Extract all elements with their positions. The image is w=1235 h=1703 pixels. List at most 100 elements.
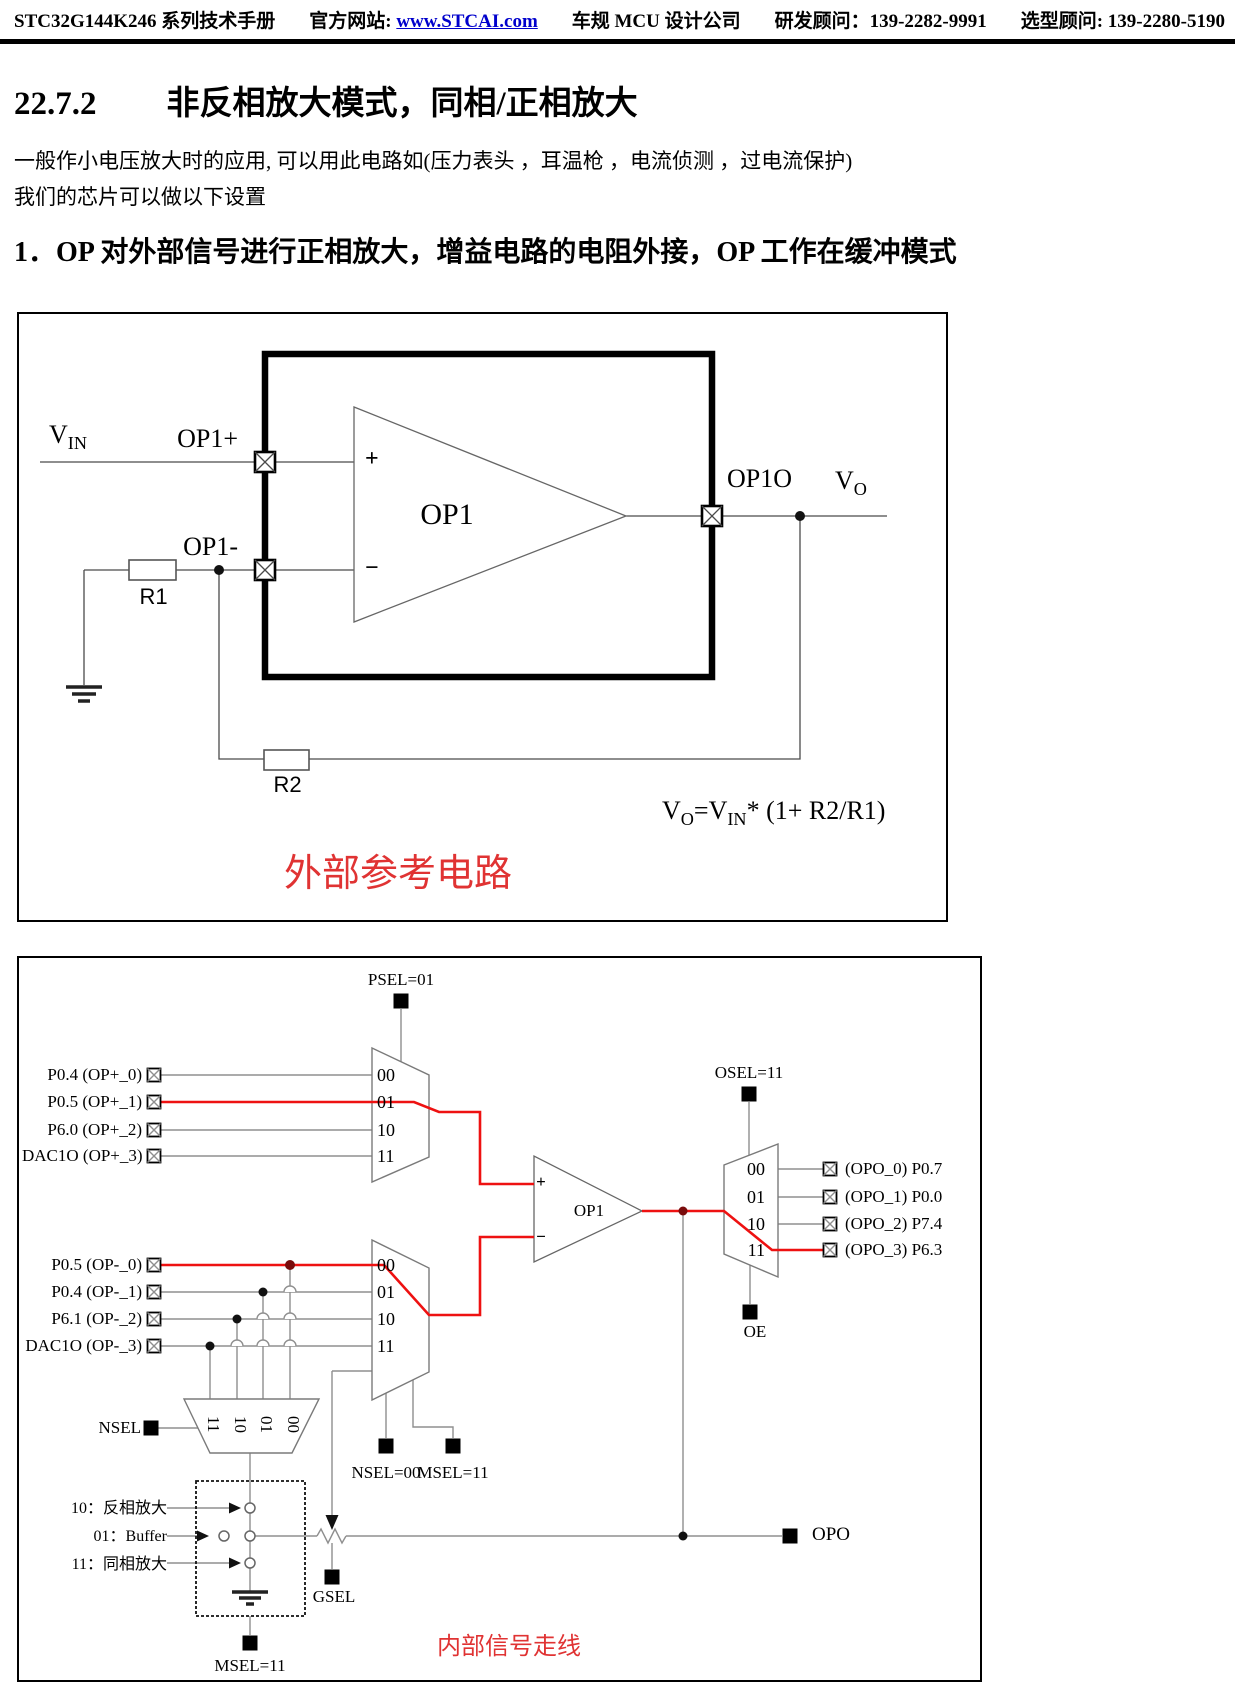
switch-contact	[244, 1557, 256, 1569]
page-header: STC32G144K246 系列技术手册 官方网站: www.STCAI.com…	[0, 0, 1235, 44]
switch-contact	[218, 1530, 230, 1542]
opamp-plus-input-label: +	[536, 1172, 546, 1191]
oe-label: OE	[743, 1322, 767, 1341]
figure-external-circuit: VIN OP1+ OP1- + − OP1 R1 R2 OP1O VO VO=V…	[17, 312, 948, 922]
site-link[interactable]: www.STCAI.com	[396, 11, 538, 32]
resistor-gsel-zigzag	[316, 1527, 347, 1545]
out-mux-code: 00	[747, 1159, 765, 1179]
nsel00-square	[378, 1438, 394, 1454]
op1-plus-pin-label: OP1+	[177, 424, 238, 453]
resistor-r1	[128, 559, 177, 581]
consult-rd: 研发顾问：139-2282-9991	[774, 11, 987, 32]
consult-select: 选型顾问: 139-2280-5190	[1020, 11, 1225, 32]
pad-icon-op1o	[700, 504, 724, 528]
wire-hop	[283, 1285, 297, 1293]
external-circuit-drawing	[40, 350, 887, 771]
gsel-square	[324, 1569, 340, 1585]
wire-feedback	[218, 516, 801, 760]
junction-dot	[214, 565, 224, 575]
mux-negative-input	[371, 1238, 430, 1402]
psel-label: PSEL=01	[367, 970, 435, 989]
resistor-r2	[263, 749, 310, 771]
oe-square	[742, 1304, 758, 1320]
arrow-right-icon	[197, 1530, 209, 1542]
out-mux-code: 11	[747, 1240, 765, 1260]
section-heading: 22.7.2 非反相放大模式，同相/正相放大	[14, 76, 638, 124]
nsel-mux-code: 00	[284, 1416, 303, 1433]
figure1-caption: 外部参考电路	[283, 853, 512, 895]
intro-paragraph: 一般作小电压放大时的应用, 可以用此电路如(压力表头 ，耳温枪 ，电流侦测 ，过…	[14, 143, 852, 215]
arrow-down-icon	[325, 1515, 339, 1530]
wire-hop	[256, 1339, 270, 1347]
intro-line-2: 我们的芯片可以做以下设置	[14, 185, 266, 209]
opamp-minus-input-label: −	[365, 555, 379, 581]
nsel-mux-code: 01	[257, 1416, 276, 1433]
neg-mux-code: 11	[377, 1336, 395, 1356]
wire-hop	[230, 1339, 244, 1347]
mux-positive-input	[371, 1046, 430, 1184]
opamp-triangle	[533, 1154, 644, 1264]
site-label-group: 官方网站: www.STCAI.com	[309, 6, 538, 33]
opo-label: OPO	[812, 1524, 851, 1545]
vo-label: VO	[835, 466, 867, 500]
msel-value-label: MSEL=11	[417, 1463, 489, 1482]
nsel-label: NSEL	[98, 1418, 142, 1437]
osel-label: OSEL=11	[714, 1063, 784, 1082]
ground-icon	[232, 1590, 268, 1606]
junction-dot-red	[678, 1206, 688, 1216]
msel-bottom-label: MSEL=11	[214, 1656, 286, 1675]
msel-bottom-square	[242, 1635, 258, 1651]
neg-mux-code: 00	[377, 1255, 395, 1275]
mode-label: 01：Buffer	[93, 1528, 167, 1545]
osel-square	[741, 1086, 757, 1102]
pad-icon-op1-minus	[253, 558, 277, 582]
junction-dot	[205, 1341, 215, 1351]
opamp-label: OP1	[420, 498, 474, 531]
figure2-caption: 内部信号走线	[437, 1634, 581, 1660]
red-route-negative	[160, 1235, 534, 1317]
pos-input-label: P0.4 (OP+_0)	[47, 1065, 142, 1084]
section-number: 22.7.2	[14, 86, 97, 122]
pos-input-label: DAC1O (OP+_3)	[22, 1146, 143, 1165]
r2-label: R2	[273, 772, 302, 797]
red-route-positive	[160, 1100, 534, 1186]
neg-input-label: P0.5 (OP-_0)	[51, 1255, 142, 1274]
opamp-triangle	[353, 406, 628, 623]
ground-icon	[66, 685, 102, 703]
internal-routing-drawing	[143, 993, 838, 1651]
mode-label: 10：反相放大	[70, 1500, 167, 1517]
output-label: (OPO_0) P0.7	[845, 1159, 943, 1178]
pos-mux-code: 00	[377, 1065, 395, 1085]
intro-line-1: 一般作小电压放大时的应用, 可以用此电路如(压力表头 ，耳温枪 ，电流侦测 ，过…	[14, 149, 853, 173]
pad-icon-outputs	[822, 1161, 838, 1258]
wire-hop	[283, 1312, 297, 1320]
section-title: 非反相放大模式，同相/正相放大	[166, 86, 638, 122]
junction-dot	[232, 1314, 242, 1324]
pos-mux-code: 10	[377, 1120, 395, 1140]
neg-input-label: P0.4 (OP-_1)	[51, 1282, 142, 1301]
output-label: (OPO_2) P7.4	[845, 1214, 943, 1233]
opamp-plus-input-label: +	[365, 446, 379, 472]
r1-label: R1	[139, 584, 168, 609]
gain-formula: VO=VIN* (1+ R2/R1)	[662, 796, 886, 830]
switch-contact	[244, 1530, 256, 1542]
nsel-mux-code: 10	[231, 1416, 250, 1433]
pad-icon-op1-plus	[253, 450, 277, 474]
opamp-minus-input-label: −	[536, 1227, 546, 1246]
output-label: (OPO_3) P6.3	[845, 1240, 943, 1259]
mux-nsel	[182, 1398, 321, 1454]
switch-contact	[244, 1502, 256, 1514]
junction-dot	[678, 1531, 688, 1541]
figure-internal-routing: PSEL=01 OSEL=11 P0.4 (OP+_0) P0.5 (OP+_1…	[17, 956, 982, 1682]
pos-mux-code: 01	[377, 1092, 395, 1112]
neg-mux-code: 10	[377, 1309, 395, 1329]
opamp-label: OP1	[573, 1201, 605, 1220]
vin-label: VIN	[49, 420, 87, 454]
nsel-value-label: NSEL=00	[351, 1463, 421, 1482]
junction-dot	[795, 511, 805, 521]
junction-dot-red	[285, 1260, 295, 1270]
arrow-right-icon	[229, 1502, 241, 1514]
mode-label: 11：同相放大	[71, 1556, 167, 1573]
nsel-square	[143, 1420, 159, 1436]
